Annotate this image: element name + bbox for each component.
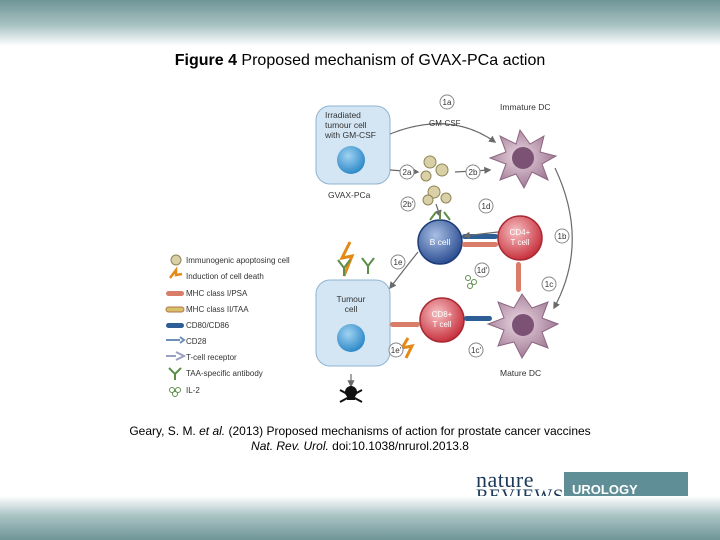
nucleus-icon bbox=[337, 146, 365, 174]
immature-dc-label: Immature DC bbox=[500, 102, 551, 112]
step-1e: 1e bbox=[394, 258, 403, 267]
legend-label-9: IL-2 bbox=[186, 386, 200, 395]
apoptotic-bodies bbox=[420, 155, 452, 206]
step-1a: 1a bbox=[443, 98, 452, 107]
immature-dc bbox=[488, 128, 558, 190]
gvax-mechanism-diagram: Irradiated tumour cell with GM-CSF GVAX-… bbox=[165, 94, 573, 403]
cd8-lightning-icon bbox=[398, 337, 415, 359]
irradiated-tumour-cell: Irradiated tumour cell with GM-CSF bbox=[315, 105, 391, 185]
arrow-1b bbox=[553, 167, 573, 310]
caption-doi: doi:10.1038/nrurol.2013.8 bbox=[332, 439, 469, 453]
il2-icon bbox=[169, 387, 181, 397]
caption-line-1: Geary, S. M. et al. (2013) Proposed mech… bbox=[0, 424, 720, 439]
arrow-1d bbox=[462, 231, 499, 239]
figure-caption: Geary, S. M. et al. (2013) Proposed mech… bbox=[0, 424, 720, 454]
cell-death-lightning-icon bbox=[339, 241, 355, 277]
mhc2-icon bbox=[165, 306, 185, 313]
legend-label-5: CD80/CD86 bbox=[186, 321, 230, 330]
legend-label-1: Immunogenic apoptosing cell bbox=[186, 256, 290, 265]
mature-dc bbox=[486, 293, 560, 360]
step-2a: 2a bbox=[403, 168, 412, 177]
tumour-cd8-mhc-icon bbox=[390, 322, 420, 327]
step-1c: 1c bbox=[545, 280, 553, 289]
cd4-label-2: T cell bbox=[511, 238, 530, 247]
slide-title: Figure 4 Proposed mechanism of GVAX-PCa … bbox=[0, 52, 720, 70]
step-2b-prime: 2b' bbox=[403, 200, 414, 209]
top-gradient-band bbox=[0, 0, 720, 46]
skull-icon bbox=[339, 374, 363, 403]
caption-etal: et al. bbox=[199, 424, 226, 438]
caption-text: (2013) Proposed mechanisms of action for… bbox=[228, 424, 591, 438]
gmcsf-label: GM-CSF bbox=[429, 119, 461, 128]
logo-word-nature: nature bbox=[476, 467, 534, 492]
step-1e-prime: 1e' bbox=[391, 346, 402, 355]
legend-label-6: CD28 bbox=[186, 337, 207, 346]
mature-dc-label: Mature DC bbox=[500, 368, 541, 378]
bottom-gradient-band bbox=[0, 496, 720, 540]
irradiated-label-2: tumour cell bbox=[325, 120, 367, 130]
lightning-icon bbox=[169, 266, 183, 279]
legend-label-2: Induction of cell death bbox=[186, 272, 264, 281]
dc-cd8-synapse-icon bbox=[464, 316, 492, 321]
dc-cd4-mhc-icon bbox=[516, 262, 521, 292]
cd4-label-1: CD4+ bbox=[510, 228, 531, 237]
legend: Immunogenic apoptosing cell Induction of… bbox=[165, 254, 290, 397]
il2-dots bbox=[465, 275, 477, 289]
caption-journal: Nat. Rev. Urol. bbox=[251, 439, 329, 453]
step-labels: 1a 2a 2b 2b' 1d 1b 1e 1d' 1c 1e' 1c' bbox=[388, 94, 570, 358]
tumour-label-1: Tumour bbox=[337, 294, 366, 304]
arrow-1e bbox=[389, 251, 419, 290]
b-cell: B cell bbox=[417, 219, 463, 265]
cd8-label-2: T cell bbox=[433, 320, 452, 329]
legend-label-4: MHC class II/TAA bbox=[186, 305, 249, 314]
irradiated-label-3: with GM-CSF bbox=[324, 130, 376, 140]
cd80-icon bbox=[166, 323, 184, 328]
mhc1-icon bbox=[166, 291, 184, 296]
tumour-label-2: cell bbox=[345, 304, 358, 314]
step-1c-prime: 1c' bbox=[471, 346, 481, 355]
step-1d-prime: 1d' bbox=[477, 266, 488, 275]
tumour-cell: Tumour cell bbox=[315, 279, 391, 367]
tcr-icon bbox=[166, 351, 187, 361]
cd8-t-cell: CD8+ T cell bbox=[419, 297, 465, 343]
caption-authors: Geary, S. M. bbox=[129, 424, 196, 438]
cd4-t-cell: CD4+ T cell bbox=[497, 215, 543, 261]
irradiated-label-1: Irradiated bbox=[325, 110, 361, 120]
antibody-icon bbox=[168, 367, 182, 380]
legend-label-8: TAA-specific antibody bbox=[186, 369, 263, 378]
gvax-label: GVAX-PCa bbox=[328, 190, 371, 200]
cd28-icon bbox=[166, 336, 186, 344]
legend-label-7: T-cell receptor bbox=[186, 353, 237, 362]
step-2b: 2b bbox=[469, 168, 478, 177]
step-1d: 1d bbox=[482, 202, 491, 211]
arrow-1a bbox=[389, 123, 497, 143]
bcell-cd4-synapse-icon bbox=[462, 234, 498, 239]
figure-title: Proposed mechanism of GVAX-PCa action bbox=[241, 52, 546, 69]
b-cell-antibody-icon bbox=[429, 211, 451, 221]
step-1b: 1b bbox=[558, 232, 567, 241]
tumour-antibodies bbox=[337, 257, 375, 276]
cd8-label-1: CD8+ bbox=[432, 310, 453, 319]
bcell-cd4-mhc-icon bbox=[462, 242, 498, 247]
apoptotic-cell-icon bbox=[170, 254, 182, 266]
figure-number: Figure 4 bbox=[174, 52, 237, 69]
b-cell-label: B cell bbox=[430, 237, 451, 247]
legend-label-3: MHC class I/PSA bbox=[186, 289, 248, 298]
caption-line-2: Nat. Rev. Urol. doi:10.1038/nrurol.2013.… bbox=[0, 439, 720, 454]
